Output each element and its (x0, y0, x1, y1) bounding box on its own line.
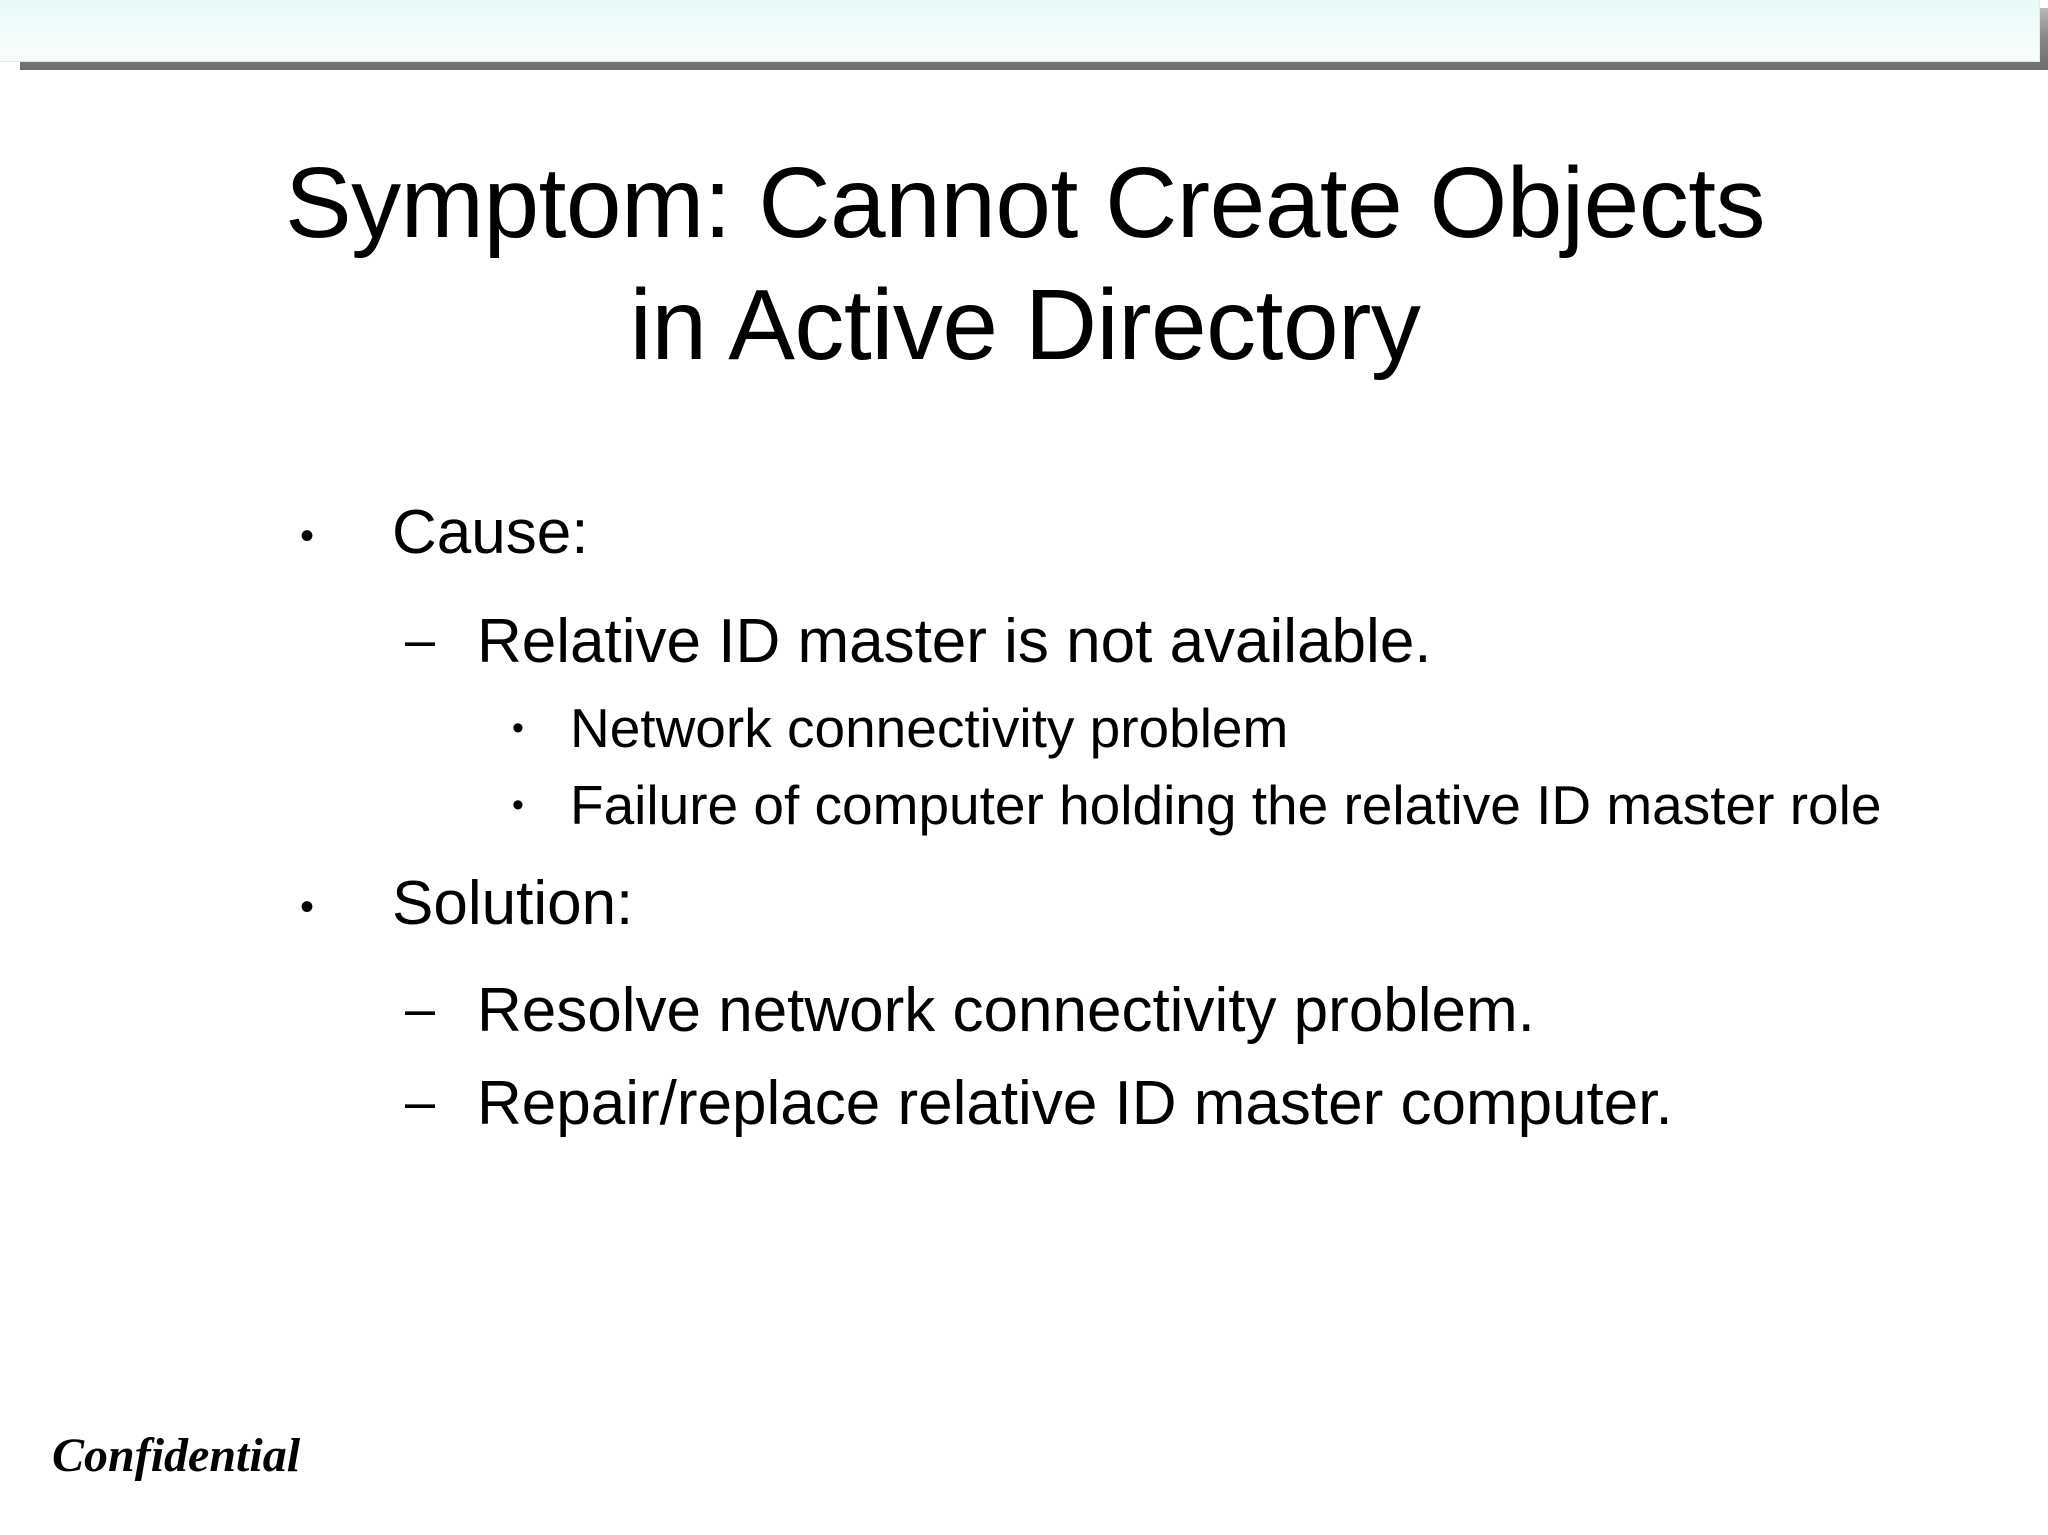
slide-title: Symptom: Cannot Create Objects in Active… (284, 147, 1766, 381)
dash-marker-icon: – (405, 610, 436, 671)
bullet-cause-subitem-1-text: Failure of computer holding the relative… (570, 773, 1882, 836)
bullet-cause: • Cause: (300, 500, 1848, 565)
dash-marker-icon: – (405, 978, 436, 1039)
bullet-solution-item-1: – Repair/replace relative ID master comp… (405, 1071, 1888, 1137)
bullet-solution-item-0-text: Resolve network connectivity problem. (477, 975, 1535, 1045)
bullet-marker-icon: • (300, 514, 315, 558)
header-band-fill (0, 0, 2040, 62)
bullet-solution-label: Solution: (392, 868, 634, 938)
slide-body: • Cause: – Relative ID master is not ava… (0, 500, 2048, 1137)
bullet-cause-subitem-0: • Network connectivity problem (512, 696, 1888, 759)
header-band (0, 0, 2048, 80)
bullet-solution: • Solution: (300, 868, 1848, 938)
bullet-marker-icon: • (512, 785, 524, 824)
bullet-solution-item-1-text: Repair/replace relative ID master comput… (477, 1069, 1673, 1139)
bullet-cause-subitem-0-text: Network connectivity problem (570, 696, 1289, 759)
bullet-cause-label: Cause: (392, 498, 589, 567)
bullet-marker-icon: • (300, 884, 315, 929)
bullet-marker-icon: • (512, 708, 524, 747)
bullet-cause-subitem-1: • Failure of computer holding the relati… (512, 773, 1888, 836)
dash-marker-icon: – (405, 1072, 436, 1133)
bullet-cause-item-0: – Relative ID master is not available. (405, 609, 1888, 675)
bullet-solution-item-0: – Resolve network connectivity problem. (405, 975, 1888, 1045)
footer-confidential-label: Confidential (52, 1429, 301, 1482)
bullet-cause-item-0-text: Relative ID master is not available. (477, 607, 1432, 677)
